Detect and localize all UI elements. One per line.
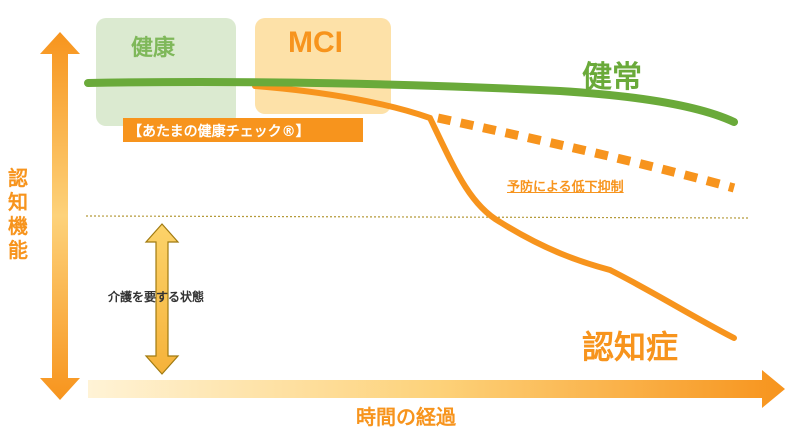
check-label: 【あたまの健康チェック®】: [128, 124, 310, 140]
cognitive-axis-arrow: [40, 32, 80, 400]
healthy-stage-box: [96, 18, 236, 126]
care-threshold-line: [85, 215, 749, 219]
prevention-curve: [437, 113, 736, 193]
mci-stage-box: [255, 18, 391, 114]
mci-stage-label: MCI: [288, 26, 343, 59]
normal-curve-label: 健常: [582, 60, 642, 95]
dementia-curve-label: 認知症: [582, 328, 679, 366]
healthy-stage-label: 健康: [131, 36, 176, 61]
care-state-label: 介護を要する状態: [108, 290, 205, 304]
check-label-bar: [123, 118, 363, 142]
x-axis-label: 時間の経過: [356, 405, 456, 429]
normal-curve: [84, 77, 738, 126]
y-axis-label: 認知機能: [8, 166, 28, 262]
care-range-arrow: [144, 223, 180, 375]
time-axis-arrow: [88, 370, 785, 408]
dementia-curve: [252, 83, 737, 341]
prevention-curve-label: 予防による低下抑制: [507, 180, 624, 195]
